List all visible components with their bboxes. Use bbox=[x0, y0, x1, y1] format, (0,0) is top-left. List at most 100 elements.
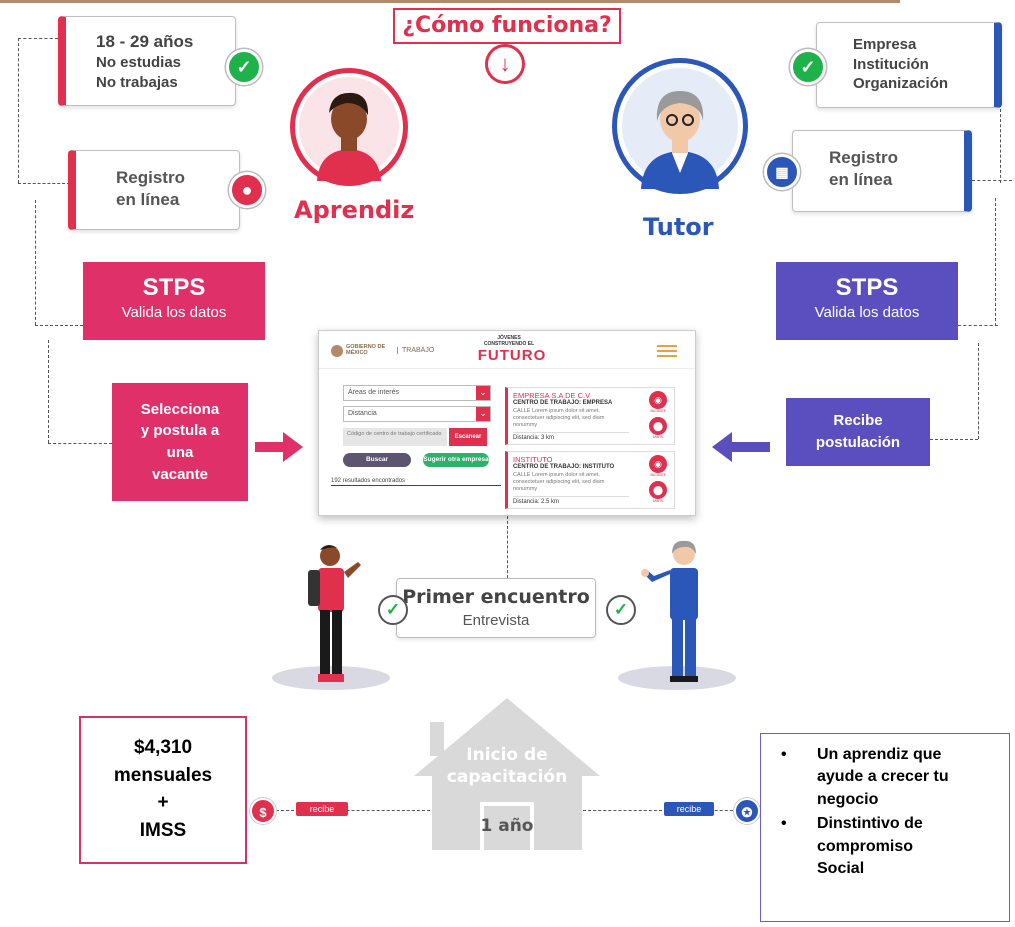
selecciona-line: vacante bbox=[152, 465, 208, 483]
chevron-down-icon: ⌄ bbox=[476, 407, 490, 421]
check-icon: ✓ bbox=[378, 595, 408, 625]
result-address: CALLE Lorem ipsum dolor sit amet, consec… bbox=[513, 472, 605, 492]
tutor-type-institucion: Institución bbox=[853, 55, 929, 73]
selecciona-line: y postula a bbox=[140, 422, 220, 440]
aprendiz-label: Aprendiz bbox=[294, 196, 415, 224]
trabajo-label: TRABAJO bbox=[397, 347, 434, 354]
stps-subtitle: Valida los datos bbox=[814, 304, 920, 321]
connector-line bbox=[48, 443, 112, 444]
result-card[interactable]: EMPRESA S.A DE C.V CENTRO DE TRABAJO: EM… bbox=[505, 387, 675, 445]
medal-icon: ✪ bbox=[734, 798, 760, 824]
distancia-select-value: Distancia bbox=[348, 410, 377, 417]
result-center: CENTRO DE TRABAJO: INSTITUTO bbox=[513, 464, 615, 470]
connector-line bbox=[35, 325, 83, 326]
results-count: 192 resultados encontrados bbox=[331, 478, 501, 486]
connector-line bbox=[583, 810, 743, 811]
chevron-down-icon: ⌄ bbox=[476, 386, 490, 400]
recibe-tag: recibe bbox=[296, 802, 348, 816]
result-distance: Distancia: 2.5 km bbox=[513, 495, 629, 505]
sugerir-button[interactable]: Sugerir otra empresa bbox=[423, 453, 489, 467]
house-line1: Inicio de bbox=[466, 745, 548, 765]
connector-line bbox=[995, 198, 996, 326]
logo-mid: CONSTRUYENDO EL bbox=[483, 341, 535, 347]
aprendiz-requirements-card: 18 - 29 años No estudias No trabajas bbox=[58, 16, 236, 106]
map-pin-icon[interactable]: ⬤ bbox=[649, 417, 667, 435]
codigo-input[interactable]: Código de centro de trabajo certificado bbox=[343, 428, 447, 446]
house-line2: capacitación bbox=[446, 767, 568, 788]
house-icon bbox=[414, 698, 600, 850]
registro-line1: Registro bbox=[116, 168, 185, 187]
encounter-subtitle: Entrevista bbox=[462, 612, 530, 629]
benefit-line: compromiso bbox=[817, 837, 914, 855]
result-card[interactable]: INSTITUTO CENTRO DE TRABAJO: INSTITUTO C… bbox=[505, 451, 675, 509]
connector-line bbox=[18, 183, 70, 184]
selecciona-line: una bbox=[166, 444, 194, 461]
connector-line bbox=[978, 343, 979, 439]
map-pin-icon[interactable]: ⬤ bbox=[649, 481, 667, 499]
user-icon: ● bbox=[229, 172, 265, 208]
stps-right-box: STPS Valida los datos bbox=[776, 262, 958, 340]
connector-line bbox=[18, 38, 19, 183]
connector-line bbox=[48, 340, 49, 443]
benefit-line: ayude a crecer tu bbox=[817, 768, 949, 786]
vacante-label: VACANTE bbox=[649, 473, 667, 477]
logo-top: JÓVENES bbox=[497, 335, 521, 341]
tutor-avatar bbox=[612, 58, 748, 194]
storefront-icon: ▦ bbox=[764, 154, 800, 190]
vacante-label: VACANTE bbox=[649, 409, 667, 413]
tutor-illustration bbox=[622, 68, 738, 189]
tutor-figure bbox=[641, 540, 698, 682]
bullet-icon: • bbox=[781, 746, 787, 763]
mapa-label: MAPA bbox=[653, 499, 663, 503]
selecciona-box: Selecciona y postula a una vacante bbox=[112, 383, 248, 501]
connector-line bbox=[972, 180, 1012, 181]
eye-icon[interactable]: ◉ bbox=[649, 391, 667, 409]
stps-title: STPS bbox=[142, 274, 206, 301]
result-name: INSTITUTO bbox=[513, 455, 553, 464]
check-icon: ✓ bbox=[606, 595, 636, 625]
stps-subtitle: Valida los datos bbox=[121, 304, 227, 321]
tutor-type-organizacion: Organización bbox=[853, 75, 949, 92]
result-center: CENTRO DE TRABAJO: EMPRESA bbox=[513, 400, 613, 406]
eye-icon[interactable]: ◉ bbox=[649, 455, 667, 473]
buscar-button[interactable]: Buscar bbox=[343, 453, 411, 467]
benefit-line: negocio bbox=[817, 790, 879, 808]
stps-title: STPS bbox=[835, 274, 899, 301]
requirement-age: 18 - 29 años bbox=[96, 32, 194, 51]
menu-icon[interactable] bbox=[657, 345, 677, 357]
arrow-right-icon bbox=[255, 432, 303, 462]
registro-line2: en línea bbox=[829, 170, 893, 190]
tutor-label: Tutor bbox=[643, 213, 714, 241]
escanear-button[interactable]: Escanear bbox=[449, 428, 487, 446]
logo-main: FUTURO bbox=[477, 347, 547, 364]
house-duration: 1 año bbox=[480, 816, 534, 836]
benefit-imss: IMSS bbox=[139, 819, 187, 841]
connector-line bbox=[276, 810, 430, 811]
arrow-down-icon: ↓ bbox=[485, 44, 525, 84]
connector-line bbox=[18, 38, 58, 39]
tutor-benefit-item: • Un aprendiz que ayude a crecer tu nego… bbox=[781, 744, 1003, 811]
mapa-label: MAPA bbox=[653, 435, 663, 439]
registro-line1: Registro bbox=[829, 148, 898, 167]
requirement-no-work: No trabajas bbox=[96, 73, 178, 91]
recibe-line: Recibe bbox=[833, 412, 883, 430]
top-accent-bar bbox=[0, 0, 900, 3]
mock-header: GOBIERNO DE MÉXICO TRABAJO JÓVENES CONST… bbox=[319, 331, 695, 369]
page-title: ¿Cómo funciona? bbox=[393, 8, 621, 44]
areas-select-value: Áreas de interés bbox=[348, 389, 399, 396]
connector-line bbox=[930, 439, 978, 440]
result-distance: Distancia: 3 km bbox=[513, 431, 629, 441]
connector-line bbox=[35, 200, 36, 325]
connector-line bbox=[1000, 38, 1001, 183]
distancia-select[interactable]: Distancia ⌄ bbox=[343, 406, 491, 422]
benefit-line: Social bbox=[817, 859, 865, 877]
result-name: EMPRESA S.A DE C.V bbox=[513, 391, 591, 400]
house-title: Inicio de capacitación bbox=[432, 744, 582, 788]
money-icon: $ bbox=[250, 798, 276, 824]
check-icon: ✓ bbox=[226, 49, 262, 85]
bullet-icon: • bbox=[781, 815, 787, 833]
areas-select[interactable]: Áreas de interés ⌄ bbox=[343, 385, 491, 401]
primer-encuentro-card: Primer encuentro Entrevista bbox=[396, 578, 596, 638]
recibe-line: postulación bbox=[815, 434, 901, 451]
result-address: CALLE Lorem ipsum dolor sit amet, consec… bbox=[513, 408, 605, 428]
